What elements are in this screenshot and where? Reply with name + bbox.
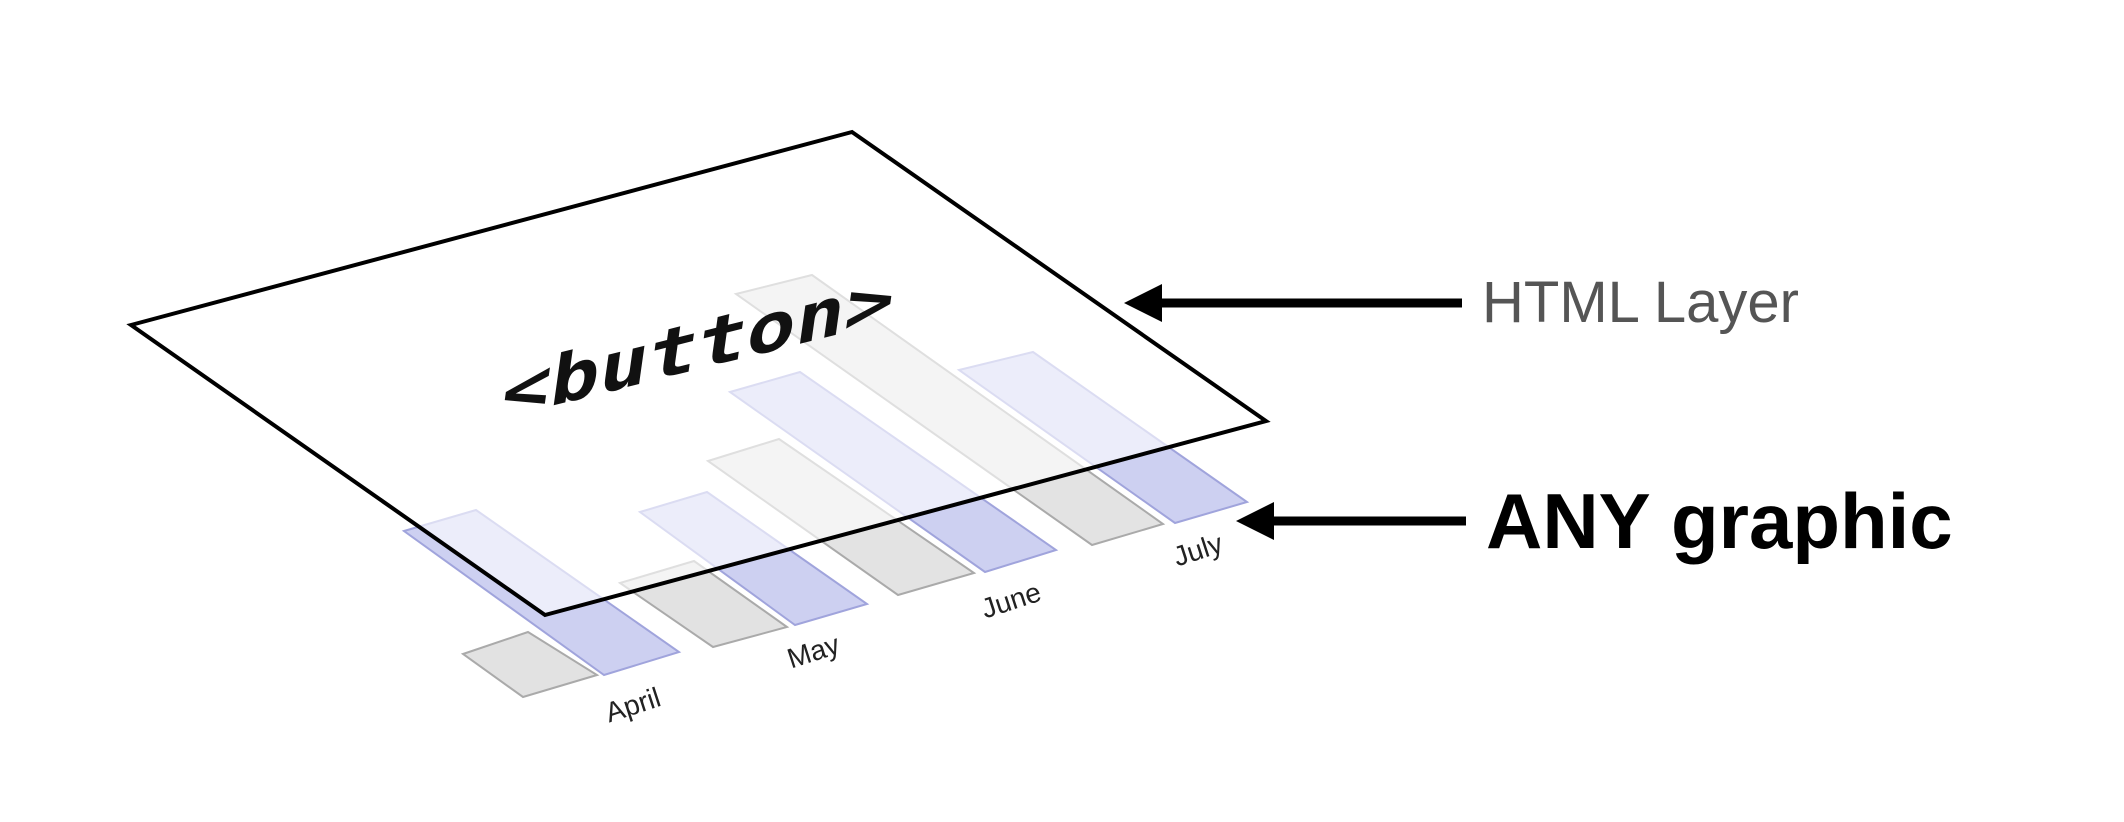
graphic-layer-label: ANY graphic	[1486, 477, 1953, 565]
month-label-june: June	[977, 576, 1044, 624]
graphic-layer-callout: ANY graphic	[1236, 477, 1953, 565]
html-layer: <button>	[126, 129, 1271, 618]
month-label-july: July	[1169, 528, 1226, 573]
month-label-may: May	[783, 629, 843, 675]
html-layer-plane	[126, 129, 1271, 618]
html-layer-arrow-head	[1124, 284, 1162, 322]
html-layer-label: HTML Layer	[1482, 270, 1799, 335]
graphic-layer-arrow-head	[1236, 502, 1274, 540]
month-label-april: April	[601, 682, 664, 729]
bar-april-gray	[460, 630, 600, 699]
html-layer-callout: HTML Layer	[1124, 270, 1799, 335]
